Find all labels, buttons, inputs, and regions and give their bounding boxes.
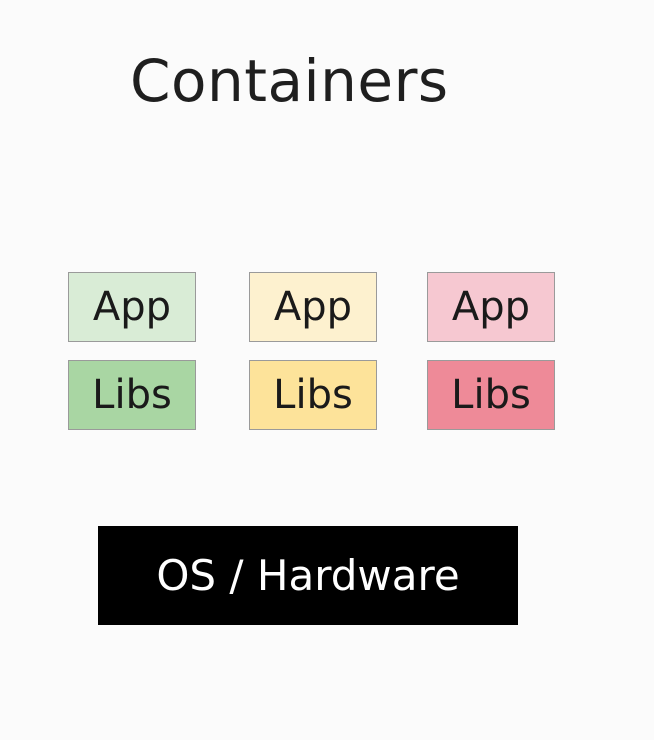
container-2-libs: Libs (249, 360, 377, 430)
container-3-libs: Libs (427, 360, 555, 430)
container-1-app: App (68, 272, 196, 342)
os-hardware-layer: OS / Hardware (98, 526, 518, 625)
container-2-app: App (249, 272, 377, 342)
diagram-title: Containers (130, 47, 449, 115)
container-1-libs: Libs (68, 360, 196, 430)
container-3-app: App (427, 272, 555, 342)
